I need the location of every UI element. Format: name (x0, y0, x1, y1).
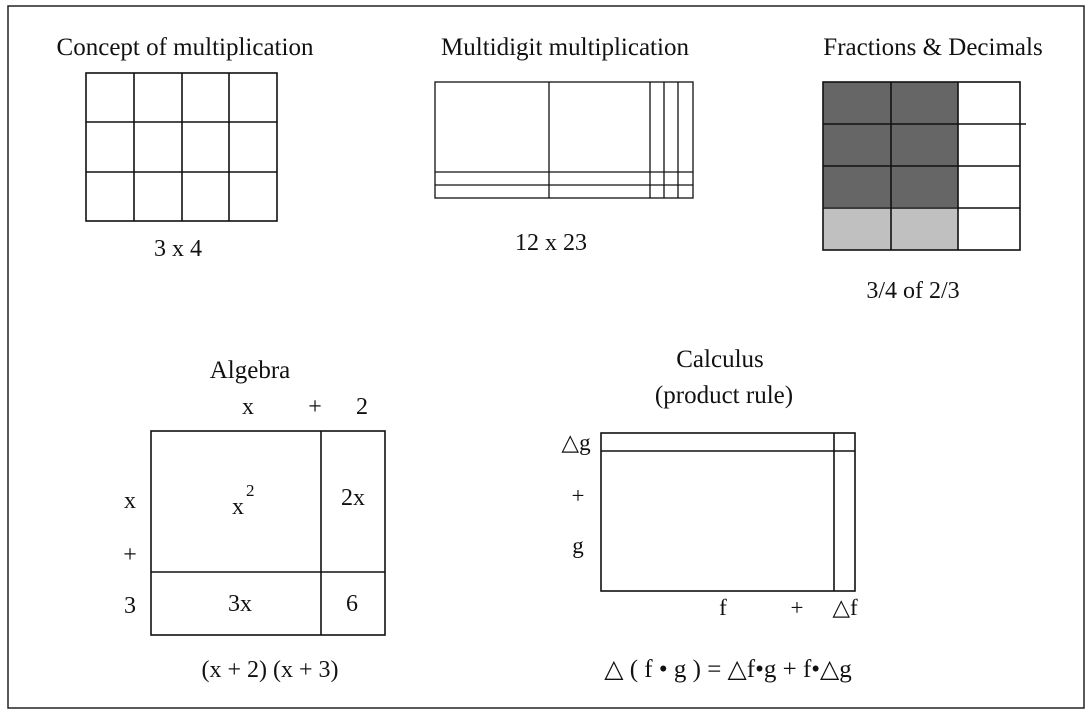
panel-concept-of-multiplication: Concept of multiplication 3 x 4 (57, 34, 314, 262)
algebra-area-model (150, 430, 386, 636)
fractions-grid (822, 81, 1026, 251)
calculus-side-label-plus: + (572, 483, 585, 508)
figure-border (7, 5, 1085, 709)
algebra-side-label-3: 3 (124, 593, 136, 619)
panel-calculus-product-rule: Calculus (product rule) △g + g f + △f △ … (561, 346, 858, 683)
fractions-title: Fractions & Decimals (823, 34, 1042, 61)
calculus-subtitle: (product rule) (655, 382, 793, 409)
multidigit-area-model (434, 81, 694, 199)
calculus-area-model (600, 432, 856, 592)
algebra-cell-6: 6 (346, 591, 358, 617)
algebra-cell-x-squared-exp: 2 (246, 481, 255, 500)
algebra-side-label-plus: + (123, 542, 137, 568)
concept-grid (85, 72, 278, 222)
algebra-top-label-plus: + (308, 394, 322, 420)
algebra-top-label-2: 2 (356, 394, 368, 420)
fractions-caption: 3/4 of 2/3 (866, 278, 959, 304)
algebra-caption: (x + 2) (x + 3) (201, 657, 338, 683)
calculus-bottom-label-f: f (719, 595, 727, 620)
algebra-cell-x-squared-base: x (232, 494, 244, 520)
algebra-side-label-x: x (124, 488, 136, 514)
concept-caption: 3 x 4 (154, 236, 202, 262)
calculus-caption: △ ( f • g ) = △f•g + f•△g (604, 656, 852, 683)
panel-algebra: Algebra x + 2 x + 3 x 2 2x 3x 6 (x + 2) … (123, 357, 386, 683)
concept-title: Concept of multiplication (57, 34, 314, 61)
algebra-cell-2x: 2x (341, 485, 365, 511)
algebra-title: Algebra (210, 357, 291, 384)
calculus-title: Calculus (676, 346, 764, 373)
calculus-side-label-g: g (572, 533, 584, 558)
multidigit-caption: 12 x 23 (515, 230, 587, 256)
calculus-bottom-label-plus: + (791, 595, 804, 620)
panel-fractions-decimals: Fractions & Decimals 3/4 of 2/3 (822, 34, 1043, 304)
panel-multidigit-multiplication: Multidigit multiplication 12 x 23 (434, 34, 694, 256)
calculus-bottom-label-delta-f: △f (832, 595, 858, 620)
algebra-cell-3x: 3x (228, 591, 252, 617)
calculus-side-label-delta-g: △g (561, 430, 591, 455)
multidigit-title: Multidigit multiplication (441, 34, 689, 61)
algebra-top-label-x: x (242, 394, 254, 420)
